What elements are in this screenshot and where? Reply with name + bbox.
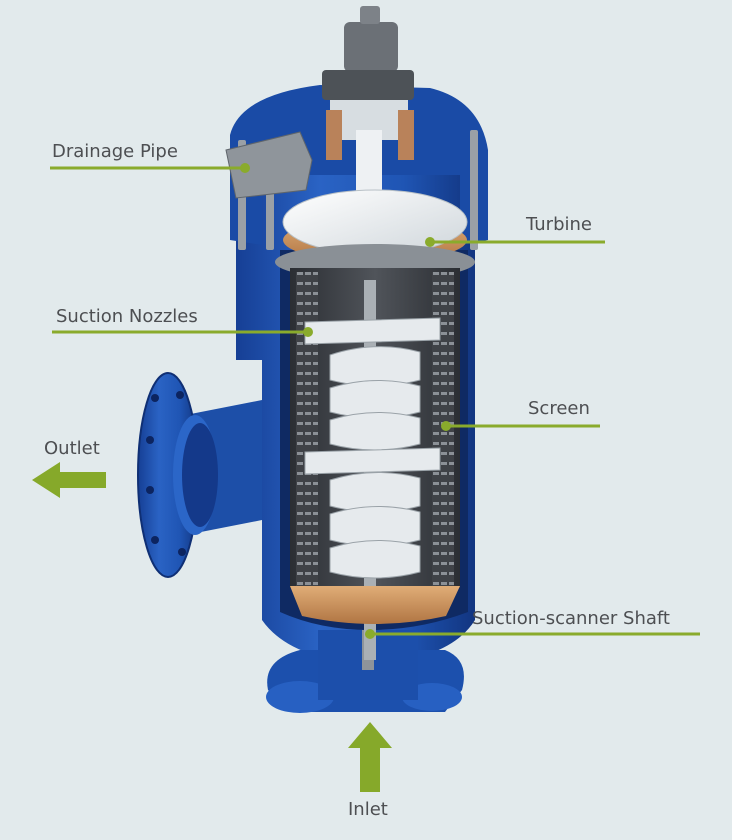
suction-scanner [304, 280, 441, 660]
label-suction-scanner-shaft: Suction-scanner Shaft [472, 608, 670, 629]
turbine [275, 189, 475, 280]
suction-nozzle-stack [304, 317, 441, 579]
label-suction-nozzles: Suction Nozzles [56, 306, 198, 327]
valve-assembly [322, 6, 414, 200]
callout-lines [50, 166, 700, 636]
callout-dots [240, 163, 451, 639]
outlet-arrow [32, 462, 106, 498]
drainage-pipe-shape [225, 131, 313, 199]
label-outlet: Outlet [44, 438, 100, 459]
label-inlet: Inlet [348, 799, 388, 820]
label-screen: Screen [528, 398, 590, 419]
screen-bottom-plate [290, 586, 460, 624]
label-drainage-pipe: Drainage Pipe [52, 141, 178, 162]
flange-bolt-holes [146, 391, 186, 556]
inlet-arrow [348, 722, 392, 792]
label-turbine: Turbine [526, 214, 592, 235]
